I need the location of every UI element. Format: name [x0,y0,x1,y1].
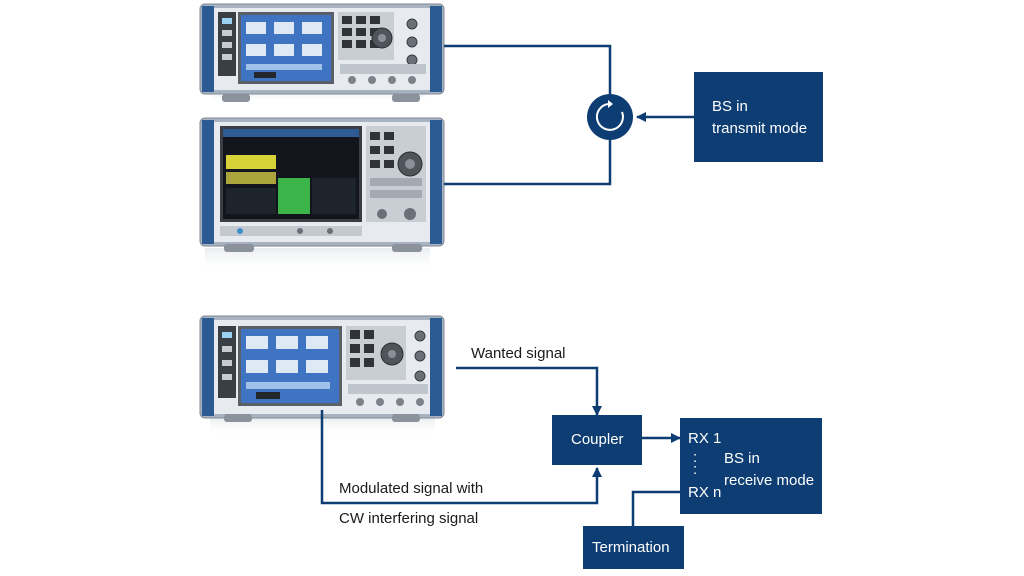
circulator-icon [587,94,633,140]
modulated-signal-arrow [320,410,602,505]
coupler-box: Coupler [552,415,642,465]
tx-generator-line [444,44,612,94]
modulated-signal-label-line2: CW interfering signal [339,510,479,527]
rx1-port-label: RX 1 [688,430,722,447]
modulated-signal-label-line1: Modulated signal with [339,480,484,497]
bs-transmit-line2: transmit mode [712,120,808,137]
wanted-signal-label: Wanted signal [471,345,566,362]
bs-receive-line2: receive mode [724,472,815,489]
signal-generator-icon [199,3,445,102]
termination-box: Termination [583,526,684,569]
bs-transmit-box: BS in transmit mode [694,72,823,162]
wanted-signal-arrow [456,366,602,416]
termination-label: Termination [592,539,670,556]
signal-analyzer-icon [199,117,445,272]
rx-ports-dots: : [693,449,698,466]
coupler-label: Coupler [571,431,624,448]
bs-receive-line1: BS in [724,450,760,467]
bs-transmit-line1: BS in [712,98,748,115]
signal-generator-icon [199,315,445,436]
tx-analyzer-line [444,140,612,186]
rxn-port-label: RX n [688,484,722,501]
rx-ports-dots: : [693,461,698,478]
bs-receive-box: RX 1 : : RX n BS in receive mode [680,418,822,514]
termination-line [631,490,681,529]
